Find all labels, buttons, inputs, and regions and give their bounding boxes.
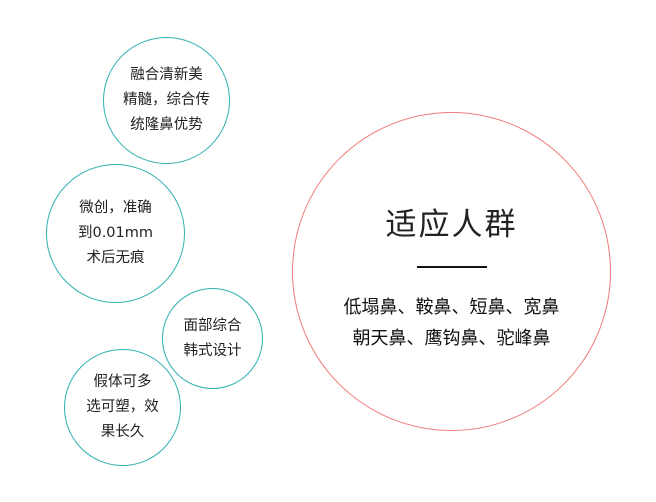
feature-circle-korean-design: 面部综合 韩式设计 <box>162 288 263 389</box>
feature-text: 假体可多 选可塑，效 果长久 <box>86 370 159 445</box>
feature-circle-minimal-invasive: 微创，准确 到0.01mm 术后无痕 <box>46 164 185 303</box>
feature-text: 微创，准确 到0.01mm 术后无痕 <box>78 196 153 271</box>
feature-circle-fusion: 融合清新美 精髓，综合传 统隆鼻优势 <box>103 37 230 164</box>
feature-line: 假体可多 <box>93 374 152 390</box>
feature-line: 融合清新美 <box>130 67 203 83</box>
feature-line: 到0.01mm <box>77 225 154 241</box>
feature-circle-implant: 假体可多 选可塑，效 果长久 <box>64 349 181 466</box>
feature-line: 韩式设计 <box>183 342 242 359</box>
target-group-title: 适应人群 <box>385 207 518 243</box>
feature-text: 面部综合 韩式设计 <box>184 314 242 364</box>
feature-line: 微创，准确 <box>79 200 152 216</box>
feature-line: 面部综合 <box>183 317 242 334</box>
feature-text: 融合清新美 精髓，综合传 统隆鼻优势 <box>123 63 210 138</box>
feature-line: 果长久 <box>100 424 145 440</box>
feature-line: 选可塑，效 <box>86 399 159 415</box>
target-group-line: 朝天鼻、鹰钩鼻、驼峰鼻 <box>352 328 551 349</box>
feature-line: 统隆鼻优势 <box>130 117 203 133</box>
target-group-line: 低塌鼻、鞍鼻、短鼻、宽鼻 <box>343 297 560 318</box>
feature-line: 术后无痕 <box>86 250 145 266</box>
feature-line: 精髓，综合传 <box>123 92 210 108</box>
target-group-circle: 适应人群 低塌鼻、鞍鼻、短鼻、宽鼻 朝天鼻、鹰钩鼻、驼峰鼻 <box>292 112 611 431</box>
title-divider <box>416 266 487 268</box>
